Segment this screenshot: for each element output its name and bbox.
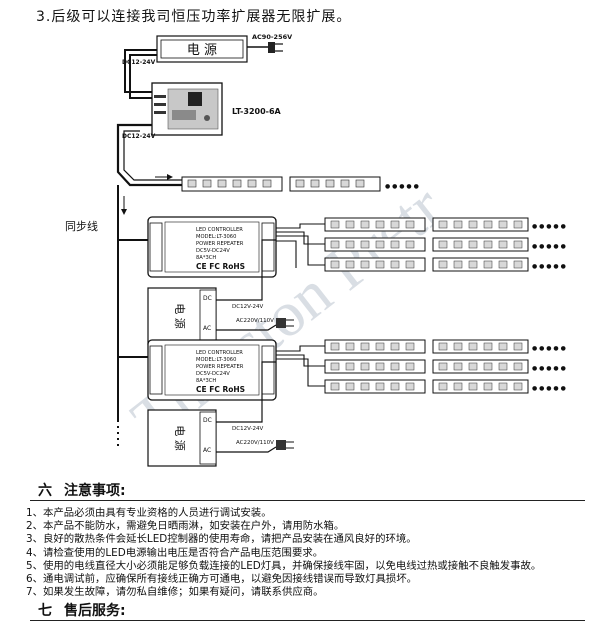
section6-title: 六注意事项: [38,480,126,500]
note-6: 6、通电调试前，应确保所有接线正确方可通电，以避免因接线错误而导致灯具损坏。 [26,573,418,586]
psu1-dc-tag: DC [203,295,212,302]
main-power-supply: 电 源 [156,35,248,63]
note-7: 7、如果发生故障，请勿私自维修；如果有疑问，请联系供应商。 [26,586,324,599]
psu2-dc-label: DC12V-24V [232,426,263,432]
wiring-diagram: Thurston Pretr 电 源 AC90-256V DC12-24V LT… [65,33,566,467]
psu2-label: 电 源 [173,425,187,451]
note-2: 2、本产品不能防水，需避免日晒雨淋，如安装在户外，请用防水箱。 [26,520,345,533]
psu1-label: 电 源 [173,303,187,329]
psu-2 [147,409,217,467]
psu2-dc-tag: DC [203,417,212,424]
psu1-plug-icon [276,318,294,328]
strip2b-dots: ● ● ● ● ● [532,365,566,372]
psu2-ac-label: AC220V/110V [236,440,274,446]
strip2a-dots: ● ● ● ● ● [532,345,566,352]
section7-number: 七 [38,603,52,619]
step3-heading: 3.后级可以连接我司恒压功率扩展器无限扩展。 [36,9,352,25]
section6-number: 六 [38,483,52,499]
repeater1-line4: DC5V-DC24V [196,248,230,254]
repeater1-line3: POWER REPEATER [196,241,244,247]
repeater2-line3: POWER REPEATER [196,364,244,370]
repeater2-marks: CE FC RoHS [196,385,245,394]
repeater1-line1: LED CONTROLLER [196,227,243,233]
section7-text: 售后服务: [64,603,126,619]
power-repeater-2 [147,339,277,401]
section7-title: 七售后服务: [38,600,126,620]
psu1-ac-tag: AC [203,325,211,332]
psu2-plug-icon [276,440,294,450]
section6-divider [30,500,585,501]
repeater1-line2: MODEL:LT-3060 [196,234,236,240]
main-controller-model: LT-3200-6A [232,107,282,116]
strip1a-dots: ● ● ● ● ● [532,223,566,230]
strip2c-dots: ● ● ● ● ● [532,385,566,392]
psu1-ac-label: AC220V/110V [236,318,274,324]
strip-top-dots: ● ● ● ● ● [385,183,419,190]
note-3: 3、良好的散热条件会延长LED控制器的使用寿命，请把产品安装在通风良好的环境。 [26,533,417,546]
note-4: 4、请检查使用的LED电源输出电压是否符合产品电压范围要求。 [26,546,324,559]
repeater1-marks: CE FC RoHS [196,262,245,271]
section6-text: 注意事项: [64,483,126,499]
repeater2-line4: DC5V-DC24V [196,371,230,377]
notes-list: 1、本产品必须由具有专业资格的人员进行调试安装。 2、本产品不能防水，需避免日晒… [26,507,541,599]
main-controller [151,82,223,136]
dc-second-label: DC12-24V [122,133,156,140]
sync-line-label: 同步线 [65,219,98,233]
ac-input-label: AC90-256V [252,33,292,41]
psu1-dc-label: DC12V-24V [232,304,263,310]
repeater2-line1: LED CONTROLLER [196,350,243,356]
output-wire [116,123,182,187]
note-1: 1、本产品必须由具有专业资格的人员进行调试安装。 [26,507,272,519]
led-strips-group-1 [324,217,529,272]
repeater2-line5: 8A*3CH [196,378,216,384]
led-strips-group-2 [324,339,529,394]
dc-top-label: DC12-24V [122,59,156,66]
strip1b-dots: ● ● ● ● ● [532,243,566,250]
plug-icon [268,42,283,53]
led-strip-top [181,176,381,192]
psu2-ac-tag: AC [203,447,211,454]
section7-divider [30,620,585,621]
repeater1-line5: 8A*3CH [196,255,216,261]
strip1c-dots: ● ● ● ● ● [532,263,566,270]
main-power-label: 电 源 [187,43,217,58]
note-5: 5、使用的电线直径大小必须能足够负载连接的LED灯具，并确保接线牢固，以免电线过… [26,559,542,572]
dc-wire-top [124,49,157,93]
repeater2-line2: MODEL:LT-3060 [196,357,236,363]
